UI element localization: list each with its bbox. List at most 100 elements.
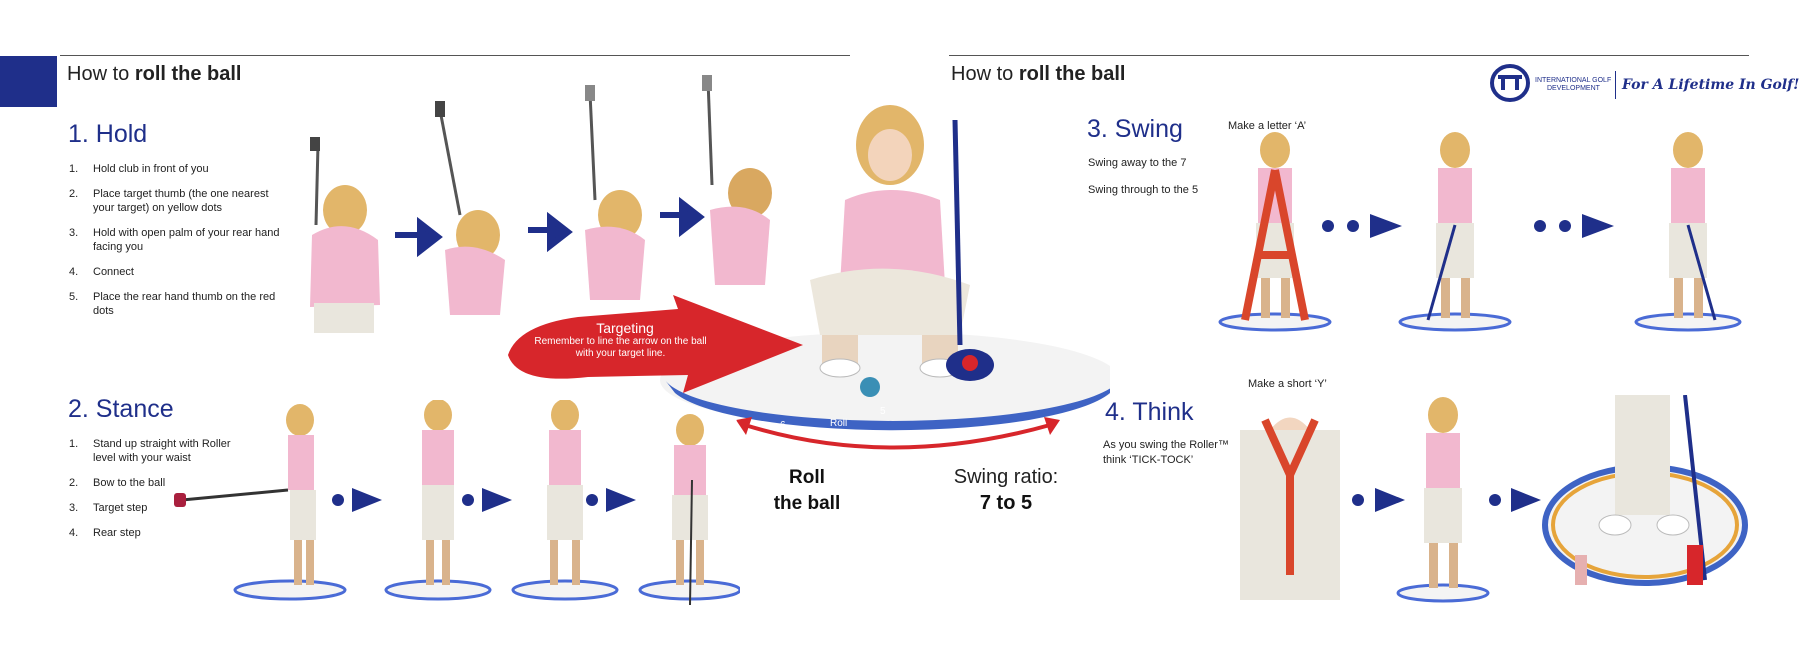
step-number: 1.: [69, 438, 79, 450]
stance-kid-3: [511, 400, 619, 601]
swing-kid-2: [1398, 132, 1512, 332]
center-illustration: [660, 105, 1110, 450]
think-photo-sequence: [1240, 395, 1748, 603]
step-text: Target step: [93, 502, 148, 514]
roll-line-2: the ball: [773, 493, 841, 514]
think-dot-icon: [1352, 494, 1364, 506]
stance-photo-sequence: [174, 400, 740, 606]
stance-kid-2: [384, 400, 492, 601]
roller-mat-rim: [665, 380, 1110, 431]
logo-org-line1: INTERNATIONAL GOLF: [1535, 77, 1612, 84]
center-kid: [810, 105, 994, 397]
swing-dot-icon: [1322, 220, 1334, 232]
stance-arrow-icon: [606, 488, 636, 512]
logo-org-line2: DEVELOPMENT: [1547, 85, 1600, 92]
mat-label-roll: Roll: [830, 418, 848, 429]
left-header-rule: [60, 55, 850, 56]
targeting-arrow-icon: [508, 295, 803, 393]
swing-subtitle: Make a letter ‘A’: [1228, 120, 1307, 132]
swing-photo-sequence: [1218, 132, 1742, 332]
think-subtitle: Make a short ‘Y’: [1248, 378, 1327, 390]
swing-kid-3: [1634, 132, 1742, 332]
hold-kid-2: [435, 101, 505, 315]
hold-kid-3: [585, 85, 645, 300]
swing-kid-1: [1218, 132, 1332, 332]
think-line-2: think ‘TICK-TOCK’: [1103, 454, 1194, 466]
step-number: 3.: [69, 502, 79, 514]
left-header-bold: roll the ball: [134, 63, 242, 85]
think-arrow-icon: [1511, 488, 1541, 512]
stance-dot-icon: [462, 494, 474, 506]
stance-arrow-icon: [352, 488, 382, 512]
swing-ratio-label: Swing ratio:: [953, 466, 1059, 488]
stance-kid-4: [638, 414, 740, 606]
step-number: 1.: [69, 163, 79, 175]
step-text: Connect: [93, 266, 134, 278]
left-header: How to roll the ball: [67, 63, 242, 86]
right-header-bold: roll the ball: [1018, 63, 1126, 85]
logo-divider: [1615, 71, 1616, 99]
think-arrow-icon: [1375, 488, 1405, 512]
step-text: Place the rear hand thumb on the red dot…: [93, 291, 276, 317]
step-text: Bow to the ball: [93, 477, 166, 489]
think-kid-closeup: [1240, 417, 1340, 600]
hold-step: 2. Place target thumb (the one nearest yo…: [69, 187, 284, 215]
swing-arc-right-head-icon: [1044, 417, 1060, 435]
swing-arc: [744, 423, 1051, 450]
step-text: Stand up straight with Roller level with…: [93, 438, 231, 464]
swing-line-2: Swing through to the 5: [1088, 184, 1199, 196]
hold-steps: 1.Hold club in front of you 2. Place targ…: [69, 162, 284, 329]
step-text: Place target thumb (the one nearest your…: [93, 188, 269, 214]
hold-step: 4. Connect: [69, 265, 284, 279]
hold-arrow-icon: [528, 211, 573, 253]
step-number: 2.: [69, 188, 79, 200]
swing-arrow-icon: [1582, 214, 1614, 238]
logo-tagline: For A Lifetime In Golf!: [1622, 77, 1800, 93]
hold-step: 1.Hold club in front of you: [69, 162, 284, 176]
right-header: How to roll the ball: [951, 63, 1126, 86]
logo-org-name: INTERNATIONAL GOLF DEVELOPMENT: [1535, 77, 1615, 93]
swing-dot-icon: [1534, 220, 1546, 232]
mat-label-7: 7: [687, 406, 693, 417]
hold-step: 5. Place the rear hand thumb on the red d…: [69, 290, 284, 318]
step-number: 5.: [69, 291, 79, 303]
targeting-title: Targeting: [596, 320, 654, 336]
hold-photo-sequence: [310, 75, 772, 333]
swing-ratio-value: 7 to 5: [979, 492, 1033, 514]
logo-emblem-icon: [1490, 64, 1530, 102]
mat-label-6: 6: [780, 420, 786, 431]
logo: INTERNATIONAL GOLF DEVELOPMENT For A Lif…: [1490, 63, 1799, 103]
swing-arc-left-head-icon: [736, 417, 752, 435]
stance-step: 1. Stand up straight with Roller level wi…: [69, 437, 244, 465]
right-header-prefix: How to: [951, 63, 1014, 85]
think-mat-closeup: [1542, 395, 1748, 586]
stance-arrow-icon: [482, 488, 512, 512]
targeting-text: Remember to line the arrow on the ball w…: [534, 336, 707, 359]
page-tab: [0, 56, 57, 107]
hold-arrow-icon: [395, 216, 443, 258]
step-number: 4.: [69, 266, 79, 278]
stance-steps: 1. Stand up straight with Roller level wi…: [69, 437, 244, 551]
hold-kid-4: [702, 75, 772, 285]
hold-arrow-icon: [660, 196, 705, 238]
step-number: 4.: [69, 527, 79, 539]
think-title: 4. Think: [1105, 398, 1194, 426]
stance-title: 2. Stance: [68, 395, 174, 423]
stance-step: 3. Target step: [69, 501, 244, 515]
step-number: 2.: [69, 477, 79, 489]
left-header-prefix: How to: [67, 63, 130, 85]
stance-dot-icon: [586, 494, 598, 506]
hold-step: 3.Hold with open palm of your rear hand …: [69, 226, 284, 254]
hold-kid-1: [310, 137, 380, 333]
stance-dot-icon: [332, 494, 344, 506]
targeting-arrow: [508, 295, 803, 393]
step-text: Hold with open palm of your rear hand fa…: [93, 227, 280, 253]
step-text: Rear step: [93, 527, 141, 539]
swing-title: 3. Swing: [1087, 115, 1183, 143]
right-header-rule: [949, 55, 1749, 56]
roll-the-ball: Roll the ball: [752, 465, 862, 517]
swing-dot-icon: [1559, 220, 1571, 232]
swing-dot-icon: [1347, 220, 1359, 232]
swing-line-1: Swing away to the 7: [1088, 157, 1187, 169]
mat-label-5: 5: [880, 406, 886, 417]
